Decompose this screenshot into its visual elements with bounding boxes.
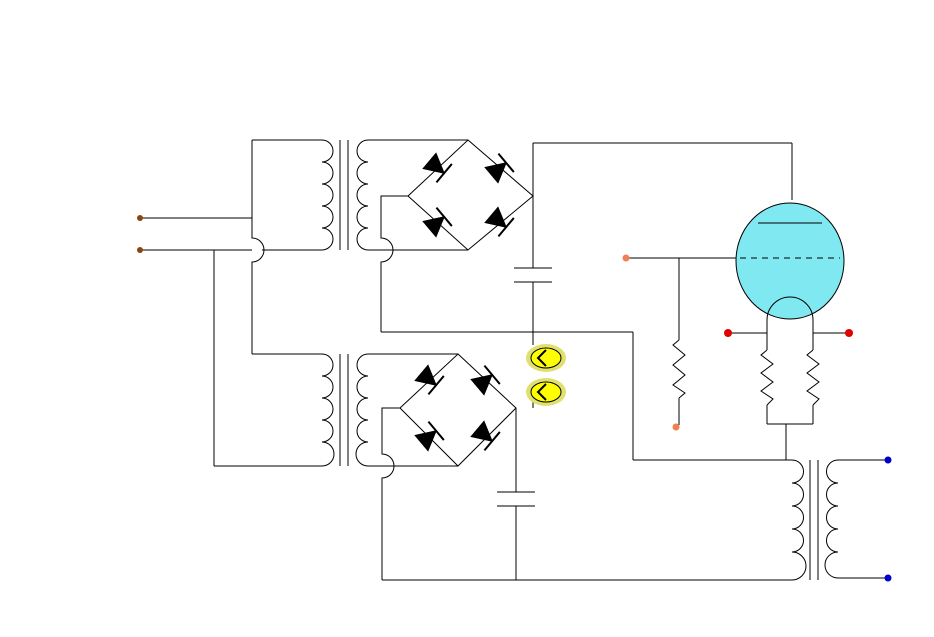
indicator-lamp-upper	[526, 344, 566, 372]
filament-wiring	[730, 320, 848, 460]
grid-resistor-terminal[interactable]	[672, 423, 680, 431]
diode-lower-4	[470, 420, 501, 451]
diode-upper-4	[484, 206, 515, 237]
filament-resistor-right	[806, 349, 820, 406]
input-transformer-upper	[321, 139, 369, 251]
tube-cathode	[766, 296, 814, 321]
filter-capacitor-lower	[497, 491, 535, 507]
output-terminal-bottom[interactable]	[884, 574, 892, 582]
vacuum-tube	[735, 202, 845, 321]
diode-upper-2	[484, 153, 515, 184]
input-terminal-top[interactable]	[137, 215, 143, 221]
grid-wiring	[626, 257, 738, 425]
diode-upper-1	[422, 152, 453, 183]
input-terminal-bottom[interactable]	[137, 247, 143, 253]
hv-bus	[381, 142, 793, 581]
grid-terminal[interactable]	[622, 254, 630, 262]
tube-envelope	[735, 202, 845, 320]
filament-terminal-left[interactable]	[724, 329, 732, 337]
output-transformer	[791, 459, 888, 581]
grid-resistor	[672, 339, 686, 399]
diode-lower-1	[414, 364, 445, 395]
filament-resistor-left	[760, 349, 774, 406]
filament-terminal-right[interactable]	[845, 329, 853, 337]
bridge-rectifier-upper	[368, 139, 534, 332]
diode-upper-3	[422, 207, 453, 238]
bridge-rectifier-lower	[368, 353, 517, 580]
input-transformer-lower	[321, 353, 369, 467]
output-terminal-top[interactable]	[884, 456, 892, 464]
diode-lower-2	[470, 365, 501, 396]
filter-capacitor-upper	[514, 267, 552, 283]
input-wiring	[140, 139, 322, 467]
indicator-lamp-lower	[526, 378, 566, 406]
diode-lower-3	[414, 421, 445, 452]
